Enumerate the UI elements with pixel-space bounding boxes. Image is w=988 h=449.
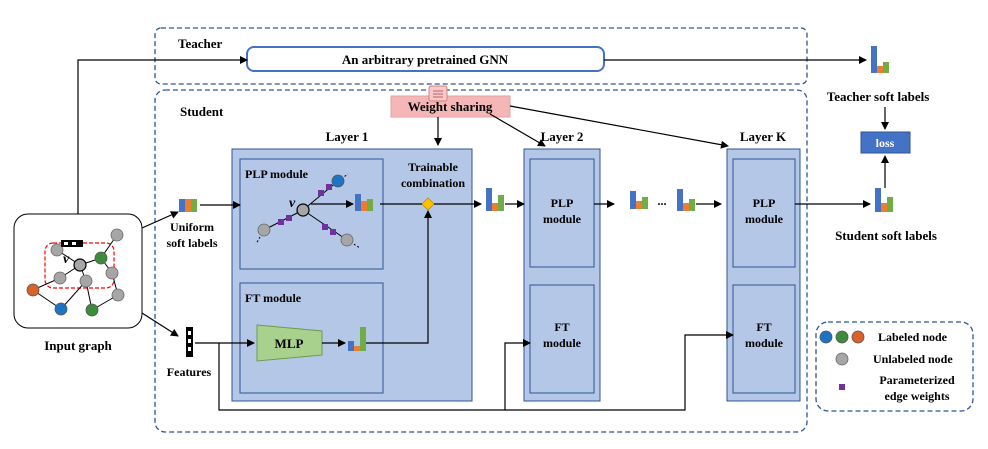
weight-sharing-label: Weight sharing — [408, 99, 493, 114]
layer2-output-bars-icon — [630, 191, 648, 209]
layerK-ft-line1: FT — [756, 320, 771, 334]
plp-node-v-label: v — [289, 196, 296, 211]
loss-box — [860, 131, 911, 154]
layer2-plp-module — [529, 158, 595, 268]
student-label: Student — [180, 104, 224, 119]
pretrained-gnn-label: An arbitrary pretrained GNN — [342, 52, 509, 67]
uniform-line2: soft labels — [167, 236, 218, 250]
layerK-input-bars-icon — [677, 189, 695, 211]
mlp-label: MLP — [275, 336, 304, 351]
layer2-plp-line2: module — [543, 212, 582, 226]
uniform-soft-labels-icon — [179, 199, 197, 212]
features-label: Features — [167, 365, 212, 379]
graph-node-v-label: v — [63, 252, 70, 267]
teacher-soft-labels-label: Teacher soft labels — [827, 89, 930, 104]
layerK-plp-line2: module — [745, 212, 784, 226]
legend-param-line2: edge weights — [885, 389, 950, 403]
input-graph-network — [26, 228, 125, 317]
legend-unlabeled-label: Unlabeled node — [873, 352, 953, 366]
ft-output-bars-icon — [348, 327, 366, 351]
layerK-ft-module — [732, 284, 796, 394]
legend-param-line1: Parameterized — [879, 373, 955, 387]
layer1-label: Layer 1 — [326, 129, 369, 144]
layer1-output-bars-icon — [486, 188, 504, 211]
layer2-plp-line1: PLP — [551, 196, 574, 210]
ellipsis-label: ... — [658, 194, 667, 208]
layerK-plp-module — [732, 158, 796, 268]
plp-output-bars-icon — [355, 194, 373, 211]
loss-label: loss — [876, 136, 895, 150]
student-soft-labels-icon — [875, 188, 893, 212]
layerK-ft-line2: module — [745, 336, 784, 350]
features-strip — [186, 327, 193, 357]
uniform-line1: Uniform — [170, 220, 214, 234]
student-container — [154, 89, 808, 433]
layer1-ft-label: FT module — [245, 291, 302, 305]
teacher-label: Teacher — [178, 36, 223, 51]
legend-labeled-nodes-icon — [819, 330, 865, 344]
plp-neighborhood — [255, 173, 361, 249]
teacher-soft-labels-icon — [871, 46, 889, 73]
layer2-label: Layer 2 — [541, 129, 584, 144]
legend-edge-weight-icon — [839, 384, 845, 390]
trainable-line2: combination — [401, 176, 465, 190]
connectors — [77, 56, 889, 411]
student-soft-labels-label: Student soft labels — [835, 228, 937, 243]
layer1-plp-label: PLP module — [245, 167, 309, 181]
legend-unlabeled-node-icon — [835, 352, 849, 366]
layer2-ft-module — [529, 284, 595, 394]
teacher-container — [154, 27, 808, 85]
layerK-label: Layer K — [740, 129, 787, 144]
legend-box — [815, 321, 974, 412]
input-graph-label: Input graph — [44, 338, 112, 353]
layer2-ft-line2: module — [543, 336, 582, 350]
trainable-line1: Trainable — [408, 160, 458, 174]
layer2-ft-line1: FT — [554, 320, 569, 334]
graph-feature-strip — [61, 240, 83, 247]
layerK-plp-line1: PLP — [753, 196, 776, 210]
legend-labeled-label: Labeled node — [878, 330, 948, 344]
layer1-plp-module — [239, 158, 384, 270]
weight-sharing-note-icon — [428, 85, 448, 102]
mlp-block — [256, 324, 323, 362]
